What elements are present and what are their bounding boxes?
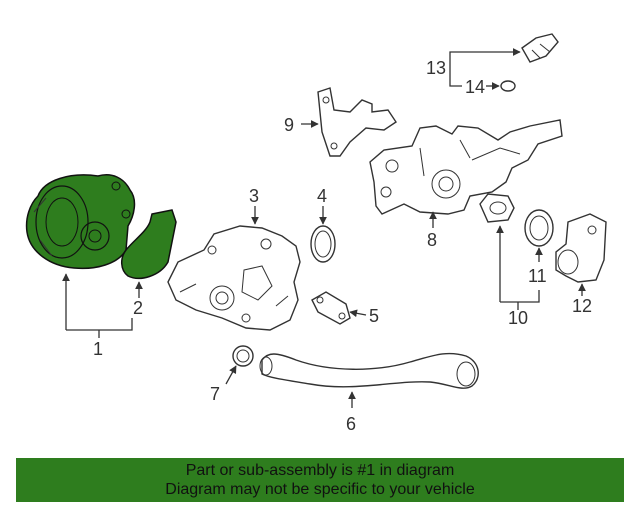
water-pump-part[interactable] (25, 174, 136, 270)
banner-line-2: Diagram may not be specific to your vehi… (165, 481, 475, 498)
callout-3: 3 (249, 186, 259, 206)
callout-7: 7 (210, 384, 220, 404)
pump-housing-part[interactable] (167, 225, 301, 331)
callout-14: 14 (465, 77, 485, 97)
callout-8: 8 (427, 230, 437, 250)
callout-5: 5 (369, 306, 379, 326)
thermostat-housing-part[interactable] (369, 119, 563, 215)
seal-ring-part[interactable] (232, 345, 254, 367)
thermostat-part[interactable] (479, 193, 515, 223)
callout-11: 11 (528, 266, 547, 286)
leader-lines (62, 48, 586, 408)
callout-6: 6 (346, 414, 356, 434)
thermostat-seal-part[interactable] (524, 209, 554, 247)
small-gasket-part[interactable] (311, 291, 351, 325)
callout-4: 4 (317, 186, 327, 206)
callout-1: 1 (93, 339, 103, 359)
callout-9: 9 (284, 115, 294, 135)
gasket-part[interactable] (121, 209, 177, 280)
callout-2: 2 (133, 298, 143, 318)
water-outlet-part[interactable] (555, 213, 607, 283)
info-banner: Part or sub-assembly is #1 in diagram Di… (16, 458, 624, 502)
washer-part[interactable] (500, 80, 516, 92)
callout-12: 12 (572, 296, 592, 316)
callout-13: 13 (426, 58, 446, 78)
temperature-sensor-part[interactable] (521, 33, 559, 63)
bracket-part[interactable] (317, 87, 397, 157)
callout-10: 10 (508, 308, 528, 328)
coolant-hose-part[interactable] (259, 352, 479, 389)
parts-diagram: 1 2 3 4 5 6 7 8 9 10 11 12 13 14 (25, 33, 607, 434)
banner-line-1: Part or sub-assembly is #1 in diagram (185, 462, 455, 479)
